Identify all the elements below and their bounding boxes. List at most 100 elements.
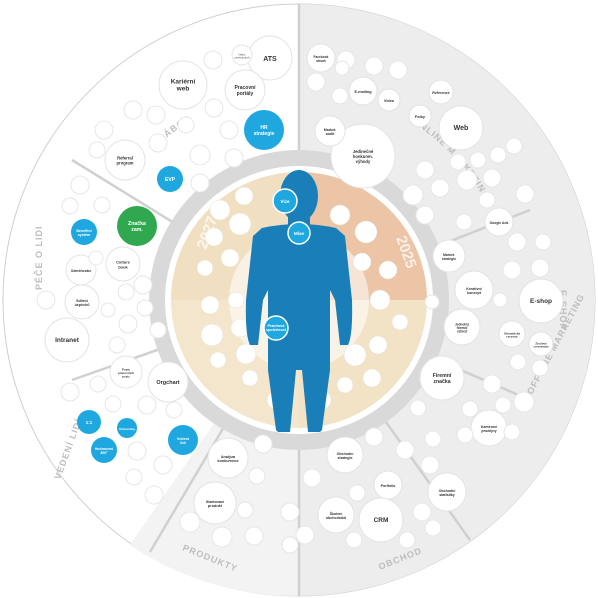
bubble-text-line: Značka (128, 221, 146, 227)
analyza-konkurence-bubble[interactable] (207, 437, 249, 479)
onboarding-bubble[interactable] (117, 418, 137, 438)
evp-bubble[interactable] (157, 166, 183, 192)
prachova-bubble[interactable] (263, 315, 289, 341)
intranet-label: Intranet (55, 337, 80, 344)
bubble-text-line: Jednotný (455, 322, 469, 326)
reference-bubble[interactable] (428, 79, 454, 105)
referral-program-bubble[interactable] (104, 139, 146, 181)
bubble-text-line: Hodnocení (95, 447, 115, 451)
bubble-text-line: statistiky (439, 493, 455, 497)
web-label: Web (454, 125, 469, 132)
bubble-text-line: úspěchů (75, 303, 90, 307)
eshop-bubble[interactable] (518, 278, 564, 324)
e-mailing-label: E-mailing (354, 90, 372, 94)
bubble-text-line: web (176, 86, 190, 93)
bubble-text-line: Kamenné (481, 425, 497, 429)
jedinecne-vyhody-bubble[interactable] (330, 123, 396, 189)
vedeni-lidi-bubble[interactable] (168, 425, 198, 455)
bubble-text-line: Google Ads (490, 221, 509, 225)
bubble-text-line: pracovních (118, 371, 134, 375)
odmenovani-label: Odměňování (71, 269, 93, 273)
mise-bubble[interactable] (287, 221, 311, 245)
fotky-bubble[interactable] (408, 104, 432, 128)
bubble-text-line: lidí (180, 441, 186, 445)
google-ads-bubble[interactable] (484, 207, 514, 237)
one-on-one-bubble[interactable] (77, 410, 101, 434)
bubble-text-line: prodejny (481, 429, 496, 433)
sdileni-uspechu-bubble[interactable] (64, 284, 100, 320)
produkty-small-bubbles (179, 434, 273, 548)
bubble-text-line: srovnávače (533, 345, 549, 349)
hodnoceni-360-bubble[interactable] (91, 437, 117, 463)
one-on-one-label: 1:1 (86, 420, 93, 425)
nabor-zamestnancu-bubble[interactable] (231, 44, 253, 66)
crm-bubble[interactable] (358, 497, 404, 543)
orgchart-label: Orgchart (156, 380, 179, 386)
bubble-text-line: HR (260, 125, 268, 131)
marketingova-strategie-bubble[interactable] (432, 239, 466, 273)
offline-small-bubbles (409, 374, 535, 448)
intranet-bubble[interactable] (44, 317, 90, 363)
hr-strategie-bubble[interactable] (244, 110, 284, 150)
sector-label-pece-o-lidi: PÉČE O LIDI (33, 225, 44, 290)
market-audit-bubble[interactable] (314, 115, 346, 147)
obchodni-strategie-bubble[interactable] (326, 436, 364, 474)
market-audit-label: Market.audit (324, 128, 337, 136)
video-bubble[interactable] (377, 88, 401, 112)
bubble-text-line: Zbožové (535, 341, 547, 345)
bubble-text-line: Uživatelské (504, 331, 521, 335)
pracovni-portaly-bubble[interactable] (224, 69, 266, 111)
bubble-text-line: Obchodní (337, 452, 355, 456)
bubble-text-line: Startovací (206, 500, 225, 504)
bubble-text-line: Culture (116, 260, 131, 265)
popis-pozic-bubble[interactable] (109, 355, 143, 389)
orgchart-bubble[interactable] (147, 361, 189, 403)
znacka-zam-bubble[interactable] (117, 206, 157, 246)
bubble-text-line: recenze (506, 335, 518, 339)
benefitni-system-bubble[interactable] (71, 219, 97, 245)
bubble-text-line: strategie (254, 131, 275, 137)
bubble-text-line: konkurence (217, 459, 238, 463)
kreativni-koncept-bubble[interactable] (454, 270, 494, 310)
firemni-znacka-bubble[interactable] (419, 355, 465, 401)
web-bubble[interactable] (438, 105, 484, 151)
bubble-text-line: 360° (100, 451, 108, 455)
obchodni-statistiky-bubble[interactable] (427, 472, 467, 512)
culture-book-bubble[interactable] (105, 246, 141, 282)
karierni-web-bubble[interactable] (158, 60, 208, 110)
bubble-text-line: Jedinečné (353, 149, 374, 154)
bubble-text-line: program (117, 160, 134, 165)
skoleni-obchodniku-bubble[interactable] (317, 496, 355, 534)
bubble-text-line: pozic (122, 374, 130, 378)
bubble-text-line: koncept (467, 291, 482, 295)
zbozove-srovnavace-bubble[interactable] (528, 331, 554, 357)
ats-label: ATS (263, 56, 277, 63)
uzivatelske-recenze-bubble[interactable] (498, 320, 526, 348)
bubble-text-line: Vedení (177, 437, 190, 441)
startovaci-produkt-bubble[interactable] (193, 481, 237, 525)
obchod-small-bubbles (280, 427, 442, 554)
bubble-text-line: Kreativní (466, 287, 482, 291)
sector-label-eshop: E-SHOP (558, 290, 568, 331)
bubble-text-line: Firemní (433, 373, 452, 379)
vize-bubble[interactable] (272, 188, 298, 214)
e-mailing-bubble[interactable] (348, 76, 378, 106)
jednotny-vzhled-bubble[interactable] (443, 308, 481, 346)
onboarding-label: Onboarding (119, 427, 135, 431)
facebook-obsah-bubble[interactable] (306, 43, 336, 73)
